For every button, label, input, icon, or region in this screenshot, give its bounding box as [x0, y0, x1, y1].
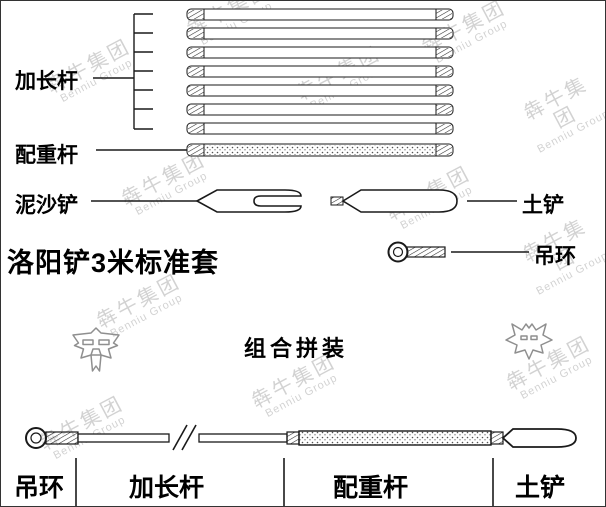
- bottom-label-counterweight: 配重杆: [333, 474, 409, 502]
- assembly-title: 组合拼装: [244, 336, 349, 361]
- lifting-ring: [387, 241, 529, 263]
- bottom-label-separators: [75, 458, 494, 506]
- assembled-counterweight: [298, 430, 492, 446]
- assembled-ring: [25, 427, 47, 449]
- extension-rod: [186, 84, 454, 97]
- soil-shovel: [330, 189, 517, 213]
- extension-rod-bracket: [93, 13, 153, 130]
- bottom-label-shovel: 土铲: [515, 474, 566, 502]
- assembled-rod-right: [198, 433, 288, 443]
- assembled-thread-left: [45, 431, 79, 445]
- assembled-shovel: [501, 428, 577, 448]
- mud-shovel: [91, 189, 302, 213]
- label-mud-shovel: 泥沙铲: [15, 194, 78, 217]
- extension-rod: [186, 122, 454, 135]
- autobot-logo-icon: [72, 327, 120, 372]
- bottom-label-ring: 吊环: [14, 474, 65, 502]
- extension-rods: [186, 8, 454, 135]
- extension-rod: [186, 27, 454, 40]
- label-extension-rod: 加长杆: [15, 70, 78, 93]
- label-lifting-ring: 吊环: [534, 245, 576, 268]
- assembled-rod-left: [77, 433, 170, 443]
- extension-rod: [186, 65, 454, 78]
- bottom-label-extension: 加长杆: [129, 474, 205, 502]
- counterweight-rod: [96, 143, 454, 157]
- decepticon-logo-icon: [505, 323, 553, 360]
- extension-rod: [186, 46, 454, 59]
- extension-rod: [186, 103, 454, 116]
- label-soil-shovel: 土铲: [522, 194, 564, 217]
- assembled-tool: [25, 424, 577, 451]
- label-counterweight-rod: 配重杆: [15, 144, 78, 167]
- break-symbol: [172, 424, 188, 451]
- page-title: 洛阳铲3米标准套: [7, 248, 220, 278]
- extension-rod: [186, 8, 454, 21]
